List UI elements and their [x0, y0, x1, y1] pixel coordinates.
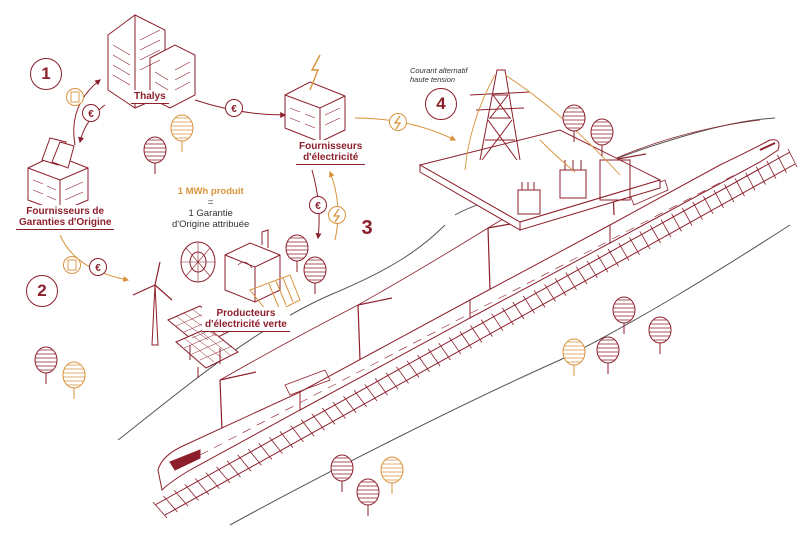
svg-text:€: €: [315, 201, 321, 212]
certificate-icon: [66, 88, 84, 106]
label-producteurs: Producteurs d'électricité verte: [202, 307, 290, 332]
lightning-icon: [389, 113, 407, 131]
conveyor-icon: [249, 274, 301, 316]
label-fournisseurs-electricite: Fournisseurs d'électricité: [296, 140, 366, 165]
train-icon: [157, 139, 780, 492]
rule-line: 1 Garantie: [188, 208, 233, 219]
office-building-icon: [107, 14, 196, 109]
euro-icon: €: [89, 258, 107, 276]
transformers: [517, 159, 631, 215]
note-line: haute tension: [410, 75, 456, 84]
supplier-building-icon: [284, 54, 346, 143]
label-thalys: Thalys: [131, 90, 169, 104]
euro-icon: €: [309, 196, 327, 214]
certificate-icon: [41, 137, 75, 169]
label-thalys-text: Thalys: [134, 91, 166, 102]
label-fournisseurs-garanties: Fournisseurs de Garanties d'Origine: [16, 205, 115, 230]
wind-turbine-icon: [132, 261, 173, 346]
current-note: Courant alternatif haute tension: [410, 66, 468, 84]
label-line: d'électricité: [303, 152, 359, 163]
rule-line: d'Origine attribuée: [172, 219, 250, 230]
step-1: 1: [30, 58, 62, 90]
certificate-icon: [63, 256, 81, 274]
svg-text:€: €: [231, 104, 237, 115]
label-line: d'électricité verte: [205, 319, 287, 330]
svg-text:€: €: [88, 109, 94, 120]
rule-line: 1 MWh produit: [177, 186, 244, 197]
step-3: 3: [361, 217, 373, 239]
label-line: Producteurs: [216, 308, 276, 319]
euro-icon: €: [82, 104, 100, 122]
rail-track: [152, 148, 798, 519]
substation: [418, 69, 662, 231]
hydro-wheel-icon: [180, 241, 216, 283]
step-2: 2: [26, 275, 58, 307]
label-line: Fournisseurs de: [26, 206, 105, 217]
svg-text:€: €: [95, 263, 101, 274]
label-line: Fournisseurs: [299, 141, 363, 152]
label-line: Garanties d'Origine: [19, 217, 112, 228]
certificate-office-icon: [27, 137, 89, 213]
note-line: Courant alternatif: [410, 66, 468, 75]
rule-line: =: [207, 197, 214, 208]
euro-icon: €: [225, 99, 243, 117]
step-4: 4: [425, 88, 457, 120]
lightning-icon: [309, 54, 321, 91]
mwh-rule: 1 MWh produit = 1 Garantie d'Origine att…: [172, 186, 249, 230]
lightning-icon: [328, 206, 346, 224]
pylon-icon: [469, 69, 531, 161]
